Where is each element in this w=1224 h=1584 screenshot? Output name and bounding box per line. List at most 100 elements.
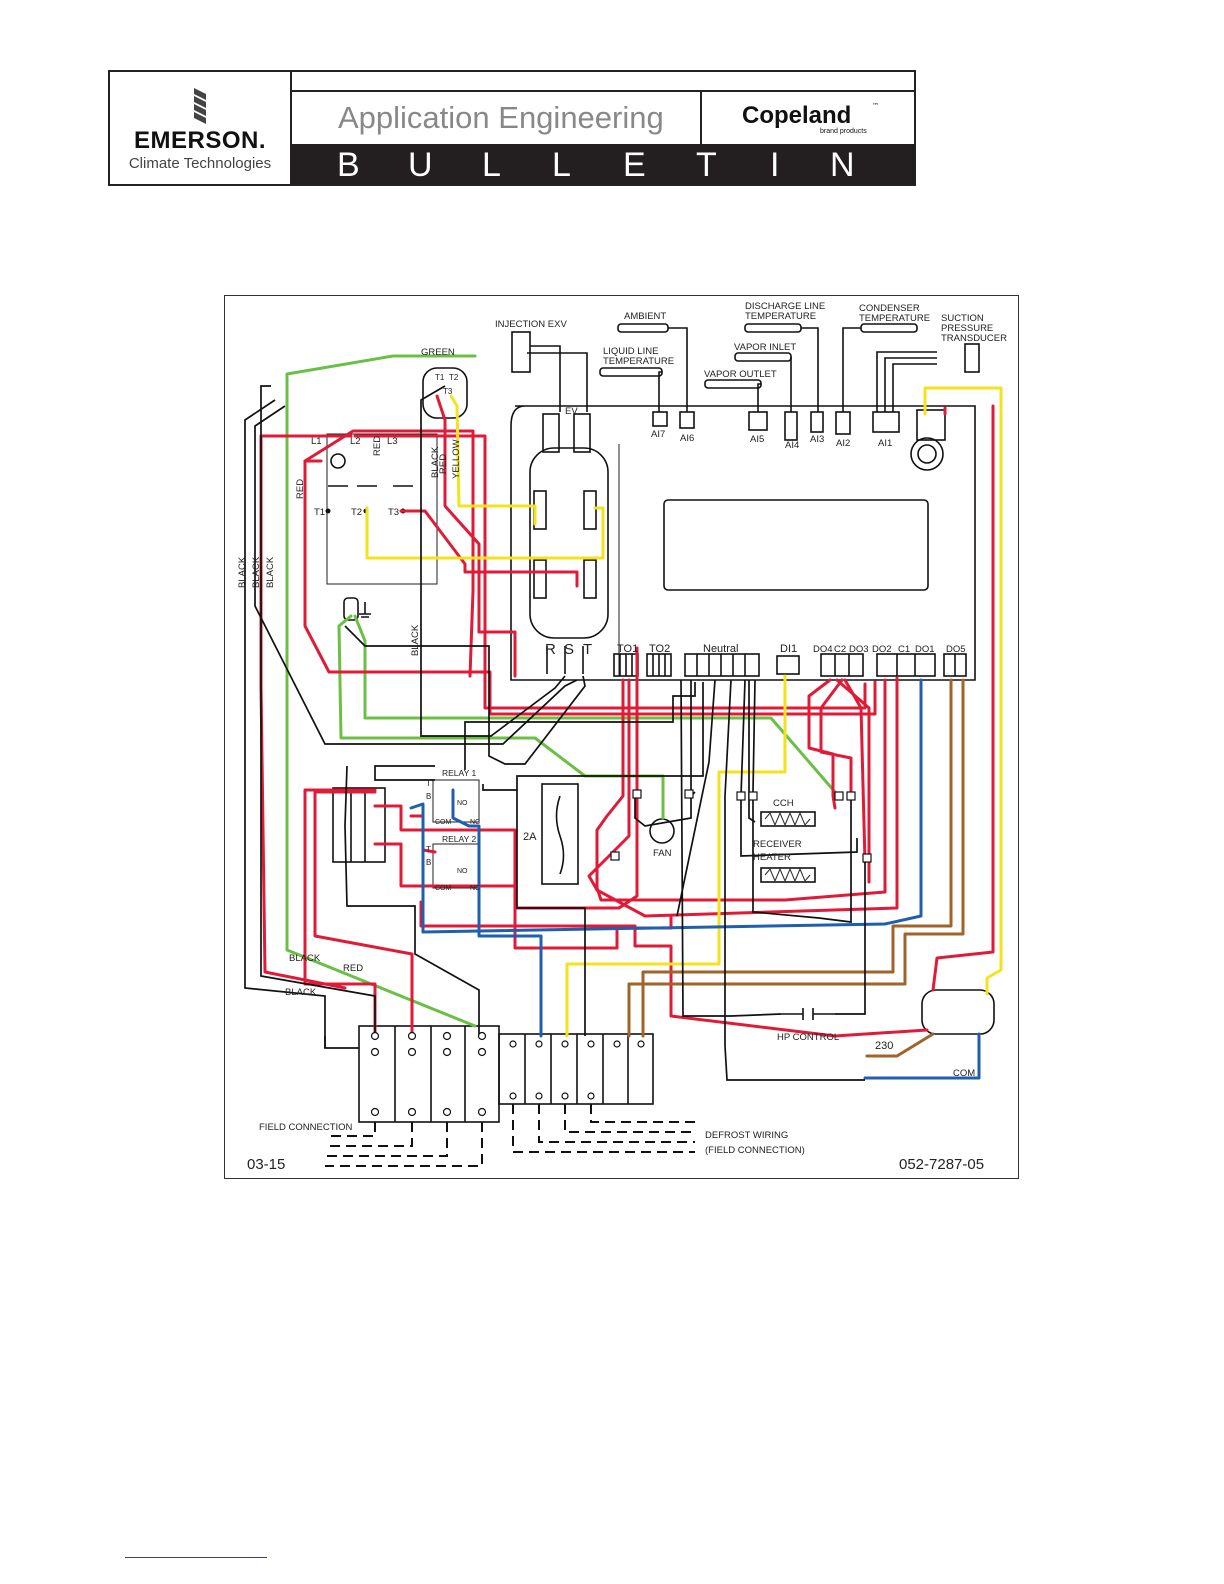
label-to1: TO1: [617, 643, 638, 655]
label-l2: L2: [350, 436, 361, 447]
black-wires: [244, 385, 866, 1081]
label-ai1: AI1: [878, 438, 892, 449]
connector-ai5: [748, 411, 768, 431]
terminal-neutral: [684, 653, 760, 677]
rst-terminal: [546, 646, 584, 674]
header-top-strip: [290, 72, 914, 92]
label-s: S: [564, 641, 574, 658]
label-condenser-2: TEMPERATURE: [859, 313, 930, 324]
bulletin-banner: B U L L E T I N: [290, 144, 914, 184]
label-yellow-vertical: YELLOW: [451, 439, 462, 479]
label-to2: TO2: [649, 643, 670, 655]
label-plug-t3: T3: [443, 387, 453, 396]
label-ai2: AI2: [836, 438, 850, 449]
label-suction: SUCTION: [941, 313, 984, 324]
bulletin-header: EMERSON. Climate Technologies Applicatio…: [108, 70, 916, 186]
red-wires: [259, 394, 995, 1038]
emerson-brand-subtitle: Climate Technologies: [128, 155, 272, 172]
ground-terminal: [343, 597, 359, 621]
label-relay-2: RELAY 2: [442, 834, 476, 844]
emerson-brand-name: EMERSON.: [133, 127, 266, 154]
hp-control-switch: [781, 1008, 835, 1020]
label-liquid-line: LIQUID LINE: [603, 346, 658, 357]
relay-1: [432, 779, 480, 823]
condenser-sensor: [860, 323, 918, 333]
copeland-brand-subtitle: brand products: [820, 128, 867, 135]
receiver-heater: [760, 867, 816, 883]
vapor-outlet-sensor: [704, 379, 762, 389]
label-do3: DO3: [849, 644, 869, 655]
terminal-block-left: [332, 787, 386, 863]
label-l1: L1: [311, 436, 322, 447]
emerson-logo: EMERSON. Climate Technologies: [110, 72, 292, 184]
wire-junctions: [610, 789, 872, 863]
label-ai6: AI6: [680, 433, 694, 444]
label-condenser: CONDENSER: [859, 303, 920, 314]
label-relay2-b: B: [426, 858, 431, 867]
label-ev: EV: [565, 406, 578, 417]
field-terminal-screws: [370, 1031, 645, 1117]
label-plug-t2: T2: [449, 373, 459, 382]
label-ai4: AI4: [785, 440, 799, 451]
label-relay2-com: COM: [435, 885, 452, 892]
drawing-number: 052-7287-05: [899, 1156, 984, 1173]
label-t2: T2: [351, 507, 362, 518]
connector-ai7: [652, 411, 668, 427]
label-defrost-field: (FIELD CONNECTION): [705, 1145, 805, 1156]
label-c2: C2: [834, 644, 846, 655]
label-relay2-t: T: [426, 845, 431, 854]
defrost-terminal-strip: [498, 1033, 654, 1105]
label-r: R: [545, 641, 556, 658]
label-t: T: [583, 641, 592, 658]
copeland-brand-name: Copeland: [742, 102, 852, 129]
bulletin-letter: L: [552, 146, 571, 184]
field-terminal-strip: [358, 1025, 500, 1123]
copeland-trademark: ™: [872, 102, 879, 110]
wiring-diagram: INJECTION EXV AMBIENT LIQUID LINE TEMPER…: [224, 295, 1019, 1179]
label-red-vertical: RED: [295, 479, 306, 499]
contactor-coil: [330, 453, 346, 469]
transducer-cable: [876, 351, 937, 412]
label-do5: DO5: [946, 644, 966, 655]
connector-plug: [573, 413, 591, 453]
controller-board: [510, 405, 976, 681]
label-suction-3: TRANSDUCER: [941, 333, 1007, 344]
fuse-2a: [541, 783, 579, 885]
cch-heater: [760, 811, 816, 827]
terminal-di1: [776, 655, 800, 675]
label-suction-2: PRESSURE: [941, 323, 993, 334]
label-c1: C1: [898, 644, 910, 655]
terminal-to2: [646, 653, 672, 677]
label-relay1-t: T: [426, 779, 431, 788]
label-vapor-inlet: VAPOR INLET: [734, 342, 796, 353]
liquid-line-sensor: [599, 367, 663, 377]
label-black-vertical: BLACK: [265, 556, 276, 588]
label-ai7: AI7: [651, 429, 665, 440]
terminal-do2-c1-do1: [876, 653, 936, 677]
label-do4: DO4: [813, 644, 833, 655]
label-red-h: RED: [343, 963, 363, 974]
connector-ai2: [835, 411, 851, 435]
wiring-diagram-svg: INJECTION EXV AMBIENT LIQUID LINE TEMPER…: [237, 301, 1007, 1173]
connector-ai1: [872, 411, 900, 433]
label-t3: T3: [388, 507, 399, 518]
label-ai5: AI5: [750, 434, 764, 445]
page-title: Application Engineering: [338, 100, 664, 135]
emerson-logo-mark-icon: [194, 88, 206, 124]
brown-wires: [627, 678, 965, 1058]
label-hp-control: HP CONTROL: [777, 1032, 839, 1043]
bulletin-letter: N: [830, 146, 855, 184]
vapor-inlet-sensor: [734, 352, 792, 362]
label-do2: DO2: [872, 644, 892, 655]
copeland-logo: Copeland ™ brand products: [702, 90, 914, 144]
bulletin-letter: L: [482, 146, 501, 184]
transducer-icon: [910, 437, 944, 471]
transducer-icon-inner: [917, 444, 937, 464]
label-red-vertical: RED: [372, 436, 383, 456]
suction-transducer-icon: [964, 343, 980, 373]
terminal-do4-c2-do3: [820, 653, 864, 677]
ct-coil: [583, 559, 597, 599]
connector-ai6: [679, 411, 695, 429]
ct-coil: [583, 490, 597, 530]
label-230: 230: [875, 1040, 893, 1052]
